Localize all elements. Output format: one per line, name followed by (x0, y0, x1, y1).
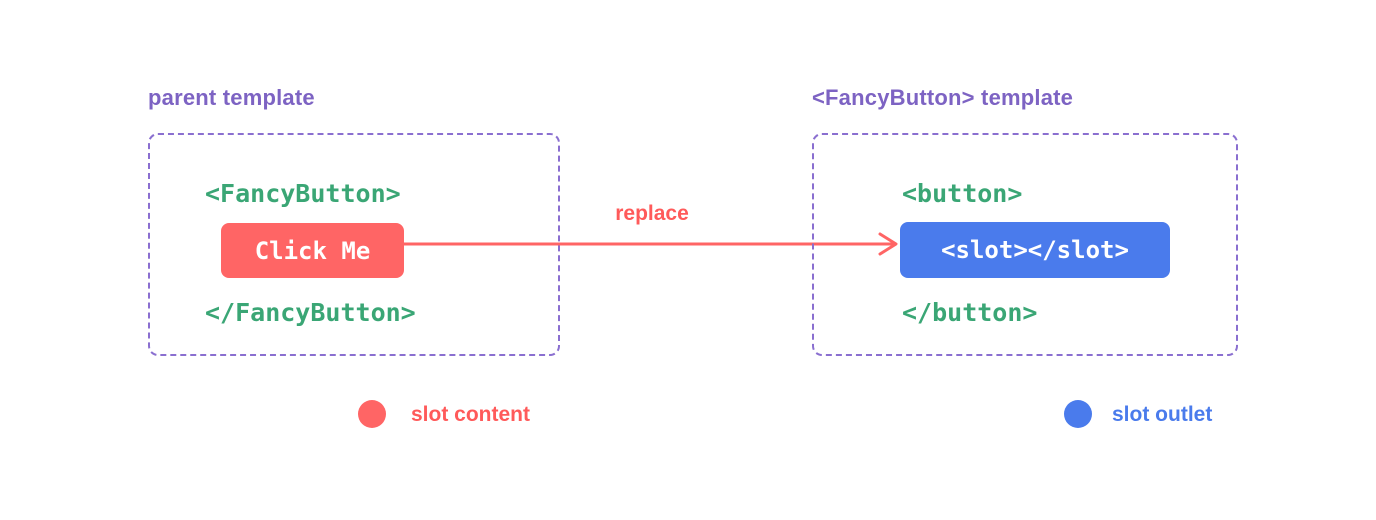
fancybutton-template-box: <button> <slot></slot> </button> (812, 133, 1238, 356)
slot-outlet-dot-icon (1064, 400, 1092, 428)
slot-content-chip: Click Me (221, 223, 404, 278)
fancybutton-template-title: <FancyButton> template (812, 85, 1074, 110)
parent-template-title: parent template (148, 85, 315, 110)
slot-outlet-chip: <slot></slot> (900, 222, 1170, 278)
replace-label: replace (615, 202, 689, 225)
button-close-tag: </button> (902, 298, 1038, 327)
parent-template-box: <FancyButton> Click Me </FancyButton> (148, 133, 560, 356)
slot-outlet-legend-label: slot outlet (1112, 403, 1213, 426)
slot-content-legend-label: slot content (411, 403, 530, 426)
slot-content-dot-icon (358, 400, 386, 428)
fancybutton-open-tag: <FancyButton> (205, 179, 401, 208)
fancybutton-close-tag: </FancyButton> (205, 298, 416, 327)
button-open-tag: <button> (902, 179, 1023, 208)
